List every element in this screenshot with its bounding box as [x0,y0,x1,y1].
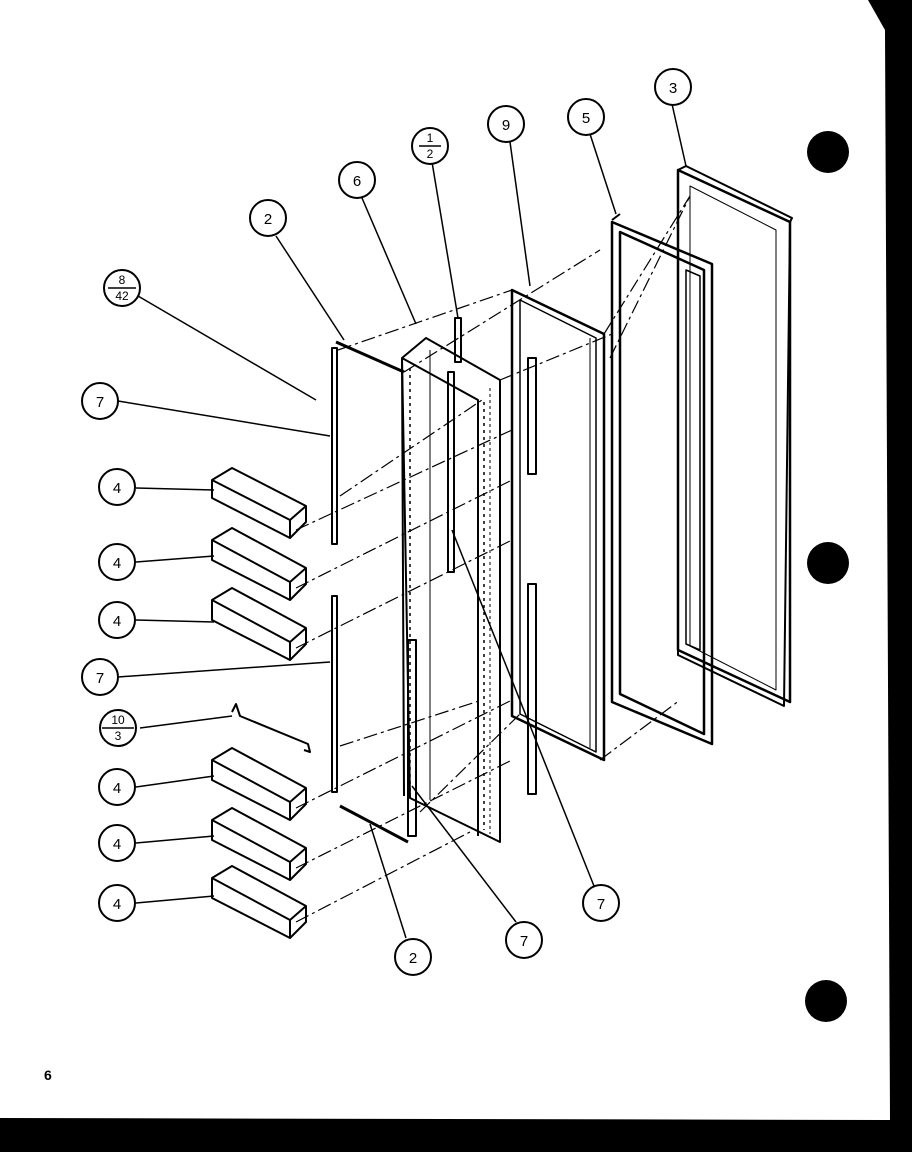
svg-text:7: 7 [520,933,528,950]
callout-4-5: 4 [98,824,136,862]
svg-text:4: 4 [113,555,121,572]
callout-2-bottom: 2 [394,938,432,976]
binder-hole-top [807,131,849,173]
door-liner [510,288,606,795]
callout-4-1: 4 [98,468,136,506]
shelf-bin-1 [211,467,307,539]
callout-3: 3 [654,68,692,106]
svg-text:1: 1 [427,131,434,145]
door-gasket [610,213,714,746]
shelf-bin-4 [211,747,307,821]
svg-text:6: 6 [353,173,361,190]
svg-text:7: 7 [597,896,605,913]
svg-text:4: 4 [113,896,121,913]
callout-9: 9 [487,105,525,143]
callout-7-lower: 7 [81,658,119,696]
callout-1-2: 1 2 [411,127,449,165]
shelf-bin-2 [211,527,307,601]
page-number: 6 [44,1067,52,1083]
svg-text:2: 2 [427,147,434,161]
callout-6: 6 [338,161,376,199]
svg-text:4: 4 [113,836,121,853]
callout-5: 5 [567,98,605,136]
strip-2-bottom [339,804,409,844]
callout-4-4: 4 [98,768,136,806]
door-outer-panel [676,165,793,707]
svg-text:3: 3 [669,80,677,97]
callout-7-right: 7 [582,884,620,922]
strip-7-lower [331,595,338,793]
binder-hole-bottom [805,980,847,1022]
svg-text:2: 2 [264,211,272,228]
svg-text:7: 7 [96,394,104,411]
svg-text:3: 3 [115,729,122,743]
callout-7-upper: 7 [81,382,119,420]
svg-text:4: 4 [113,780,121,797]
shelf-bin-5 [211,807,307,881]
callout-4-6: 4 [98,884,136,922]
callout-7-bottom: 7 [505,921,543,959]
paper [0,0,890,1120]
callout-2-top: 2 [249,199,287,237]
callout-10-3: 10 3 [99,709,137,747]
shelf-bin-6 [211,865,307,939]
svg-text:7: 7 [96,670,104,687]
svg-text:42: 42 [115,289,129,303]
svg-text:2: 2 [409,950,417,967]
svg-text:9: 9 [502,117,510,134]
svg-text:4: 4 [113,480,121,497]
svg-text:8: 8 [119,273,126,287]
leader-lines [117,103,687,939]
shelf-bin-3 [211,587,307,661]
strip-7-upper [331,347,338,545]
assembly-lines [295,195,691,923]
svg-text:5: 5 [582,110,590,127]
callout-8-42: 8 42 [103,269,141,307]
wire-10-3 [231,703,311,753]
callout-4-3: 4 [98,601,136,639]
callout-4-2: 4 [98,543,136,581]
door-inner-frame [401,317,501,843]
svg-text:4: 4 [113,613,121,630]
svg-text:10: 10 [111,713,125,727]
binder-hole-middle [807,542,849,584]
